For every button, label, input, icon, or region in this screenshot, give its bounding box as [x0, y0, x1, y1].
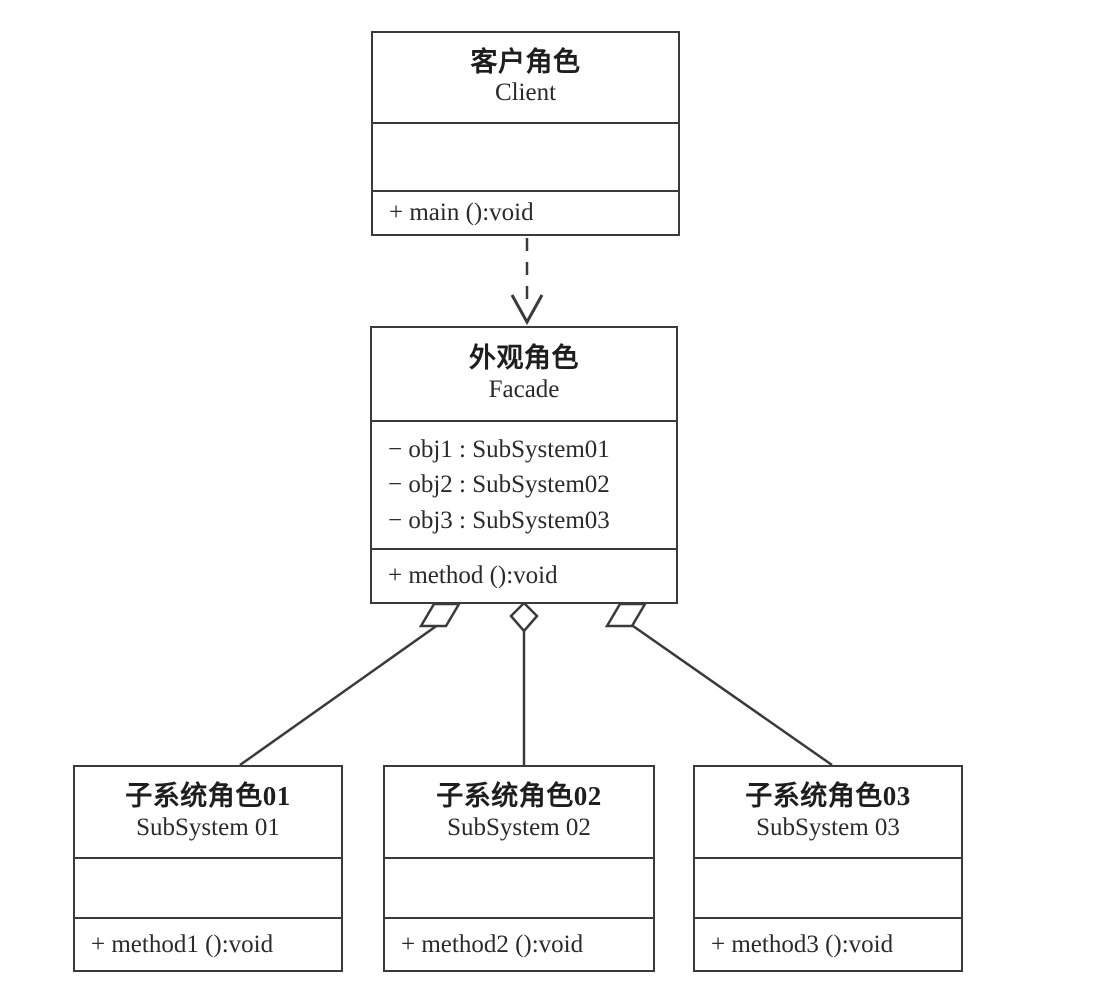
class-cn-name-client: 客户角色: [470, 46, 581, 77]
aggregation-diamond-icon-right: [604, 602, 648, 628]
attribute-line: − obj3 : SubSystem03: [388, 506, 610, 534]
class-box-subsystem01[interactable]: 子系统角色01 SubSystem 01 + method1 ():void: [73, 765, 343, 972]
class-header-subsystem02: 子系统角色02 SubSystem 02: [385, 767, 653, 857]
method-line: + method ():void: [388, 562, 558, 590]
class-box-subsystem03[interactable]: 子系统角色03 SubSystem 03 + method3 ():void: [693, 765, 963, 972]
class-attributes-subsystem02: [385, 857, 653, 917]
class-attributes-facade: − obj1 : SubSystem01 − obj2 : SubSystem0…: [372, 420, 676, 548]
method-line: + method3 ():void: [711, 930, 894, 958]
class-en-name-client: Client: [494, 79, 557, 107]
class-methods-subsystem03: + method3 ():void: [695, 917, 961, 970]
attribute-line: − obj1 : SubSystem01: [388, 435, 610, 463]
class-cn-name-subsystem01: 子系统角色01: [125, 781, 291, 812]
class-en-name-subsystem03: SubSystem 03: [756, 813, 900, 841]
class-cn-name-subsystem03: 子系统角色03: [745, 781, 911, 812]
class-methods-facade: + method ():void: [372, 548, 676, 602]
class-header-facade: 外观角色 Facade: [372, 328, 676, 420]
method-line: + main ():void: [389, 199, 534, 227]
dependency-arrowhead-icon: [510, 294, 544, 326]
class-header-client: 客户角色 Client: [373, 33, 678, 122]
class-header-subsystem01: 子系统角色01 SubSystem 01: [75, 767, 341, 857]
class-methods-client: + main ():void: [373, 190, 678, 234]
class-cn-name-subsystem02: 子系统角色02: [436, 781, 602, 812]
class-attributes-subsystem03: [695, 857, 961, 917]
method-line: + method2 ():void: [401, 930, 584, 958]
class-box-facade[interactable]: 外观角色 Facade − obj1 : SubSystem01 − obj2 …: [370, 326, 678, 604]
class-en-name-subsystem01: SubSystem 01: [136, 813, 280, 841]
class-en-name-subsystem02: SubSystem 02: [447, 813, 591, 841]
aggregation-diamond-icon-left: [418, 602, 462, 628]
aggregation-line-facade-subsystem01: [239, 620, 443, 767]
method-line: + method1 ():void: [91, 930, 274, 958]
class-methods-subsystem02: + method2 ():void: [385, 917, 653, 970]
class-attributes-subsystem01: [75, 857, 341, 917]
class-cn-name-facade: 外观角色: [469, 343, 579, 374]
class-en-name-facade: Facade: [488, 375, 560, 403]
aggregation-line-facade-subsystem03: [632, 624, 833, 767]
class-box-client[interactable]: 客户角色 Client + main ():void: [371, 31, 680, 236]
class-header-subsystem03: 子系统角色03 SubSystem 03: [695, 767, 961, 857]
attribute-line: − obj2 : SubSystem02: [388, 471, 610, 499]
class-attributes-client: [373, 122, 678, 190]
aggregation-diamond-icon-middle: [509, 601, 539, 633]
class-methods-subsystem01: + method1 ():void: [75, 917, 341, 970]
class-box-subsystem02[interactable]: 子系统角色02 SubSystem 02 + method2 ():void: [383, 765, 655, 972]
